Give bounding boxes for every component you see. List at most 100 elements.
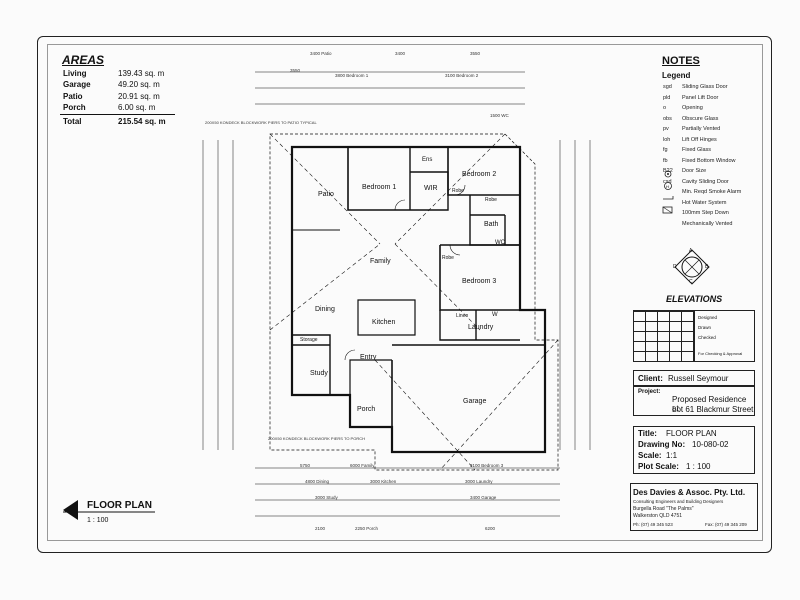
legend-code: loh: [663, 136, 671, 143]
legend-code: o: [663, 105, 667, 111]
area-name: Patio: [63, 92, 83, 101]
area-value: 139.43 sq. m: [118, 69, 165, 78]
room-entry: Entry: [360, 354, 377, 361]
legend-text: Partially Vented: [682, 126, 721, 132]
room-ens: Ens: [422, 157, 433, 163]
dim-top-bedroom1: 3800 Bedroom 1: [335, 73, 369, 78]
dim-top-bedroom2: 3100 Bedroom 2: [445, 73, 479, 78]
area-name: Living: [63, 69, 87, 78]
dim-bot-garage: 3400 Garage: [470, 495, 497, 500]
elevation-letter-b: B: [705, 264, 709, 270]
area-row-living: Living 139.43 sq. m: [63, 69, 164, 78]
room-wc: WC: [495, 240, 505, 246]
room-bedroom3: Bedroom 3: [462, 278, 497, 285]
room-storage: Storage: [300, 337, 318, 343]
sheet-inner-border: [47, 44, 763, 541]
company-box: [630, 483, 758, 531]
client-label: Client:: [638, 374, 663, 383]
elevation-letter-d: D: [673, 264, 677, 270]
legend-text: Mechanically Vented: [682, 220, 733, 227]
legend-text: Hot Water System: [682, 199, 727, 206]
legend-text: Obscure Glass: [682, 115, 719, 122]
elevation-letter-c: C: [689, 279, 693, 285]
scale-value: 1:1: [666, 451, 678, 460]
area-name: Total: [63, 117, 82, 126]
area-name: Porch: [63, 103, 86, 112]
project-line2: Lot 61 Blackmur Street: [672, 405, 754, 414]
legend-text: Lift Off Hinges: [682, 136, 717, 143]
legend-item: Hot Water System: [663, 200, 726, 206]
drawing-no-value: 10-080-02: [692, 440, 729, 449]
room-linen: Linen: [456, 313, 469, 319]
notes-title: NOTES: [662, 55, 700, 67]
floor-plan-title: FLOOR PLAN: [87, 500, 152, 511]
dim-bot-family: 6000 Family: [350, 463, 375, 468]
signoff-table: Designed Drawn Checked For Checking & Ap…: [633, 310, 755, 362]
legend-code: fb: [663, 157, 668, 164]
signoff-grid: [634, 311, 695, 361]
title-label: Title:: [638, 429, 657, 438]
dim-bot-11: 6200: [485, 526, 496, 531]
note-patio-piers: 200X50 KONDECK BLOCKWORK PIERS TO PATIO …: [205, 120, 317, 125]
dim-bot-dining: 4800 Dining: [305, 479, 330, 484]
legend-text: Fixed Glass: [682, 147, 712, 153]
signoff-checked: Checked: [698, 335, 716, 340]
room-family: Family: [370, 258, 391, 265]
area-value: 215.54 sq. m: [118, 117, 166, 126]
room-w: W: [492, 312, 498, 318]
elevation-letter-a: A: [689, 248, 693, 254]
room-robe-b3: Robe: [442, 255, 454, 261]
dim-top-3: 3550: [470, 51, 481, 56]
dim-bot-porch: 2250 Porch: [355, 526, 379, 531]
company-address1: Burgella Road "The Palms": [633, 506, 694, 512]
title-block: Title: FLOOR PLAN Drawing No: 10-080-02 …: [633, 426, 755, 474]
client-value: Russell Seymour: [668, 374, 729, 383]
legend-title: Legend: [662, 71, 691, 80]
note-porch-piers: 200X50 KONDECK BLOCKWORK PIERS TO PORCH: [268, 436, 365, 441]
dim-bot-laundry: 3000 Laundry: [465, 479, 493, 484]
legend-item: obs Obscure Glass: [663, 116, 718, 122]
room-kitchen: Kitchen: [372, 319, 396, 326]
room-bedroom1: Bedroom 1: [362, 184, 397, 191]
legend-item: Mechanically Vented: [663, 221, 732, 227]
company-address2: Walkerston QLD 4751: [633, 513, 683, 519]
company-name: Des Davies & Assoc. Pty. Ltd.: [633, 488, 746, 497]
area-value: 20.91 sq. m: [118, 92, 160, 101]
legend-item: Min. Reqd Smoke Alarm: [663, 189, 741, 195]
project-box: Project: Proposed Residence at Lot 61 Bl…: [633, 386, 755, 416]
drawing-no-label: Drawing No:: [638, 440, 686, 449]
legend-text: 100mm Step Down: [682, 210, 729, 216]
legend-text: Cavity Sliding Door: [682, 178, 729, 185]
client-box: Client: Russell Seymour: [633, 370, 755, 386]
legend-code: obs: [663, 115, 672, 122]
area-row-total: Total 215.54 sq. m: [63, 117, 166, 126]
legend-code: pld: [663, 94, 671, 101]
signoff-designed: Designed: [698, 315, 718, 320]
legend-item: sgd Sliding Glass Door: [663, 84, 728, 90]
room-garage: Garage: [463, 398, 487, 405]
company-tagline: Consulting Engineers and Building Design…: [633, 499, 724, 504]
room-study: Study: [310, 370, 328, 377]
legend-code: fg: [663, 147, 668, 153]
title-value: FLOOR PLAN: [666, 429, 717, 438]
legend-item: loh Lift Off Hinges: [663, 137, 717, 143]
company-phone: Ph: (07) 49 345 523: [633, 522, 673, 527]
area-name: Garage: [63, 80, 91, 89]
plot-scale-value: 1 : 100: [686, 462, 711, 471]
legend-code: sgd: [663, 84, 672, 90]
dim-bot-kitchen: 3000 Kitchen: [370, 479, 397, 484]
area-row-garage: Garage 49.20 sq. m: [63, 80, 160, 89]
legend-text: Sliding Glass Door: [682, 84, 728, 90]
area-value: 49.20 sq. m: [118, 80, 160, 89]
dim-top-2: 3400: [395, 51, 406, 56]
sheet-border: [37, 36, 772, 553]
room-patio: Patio: [318, 191, 334, 198]
project-line1: Proposed Residence at: [672, 395, 747, 413]
room-porch: Porch: [357, 406, 376, 413]
project-label: Project:: [638, 389, 661, 395]
legend-text: Door Size: [682, 168, 707, 174]
